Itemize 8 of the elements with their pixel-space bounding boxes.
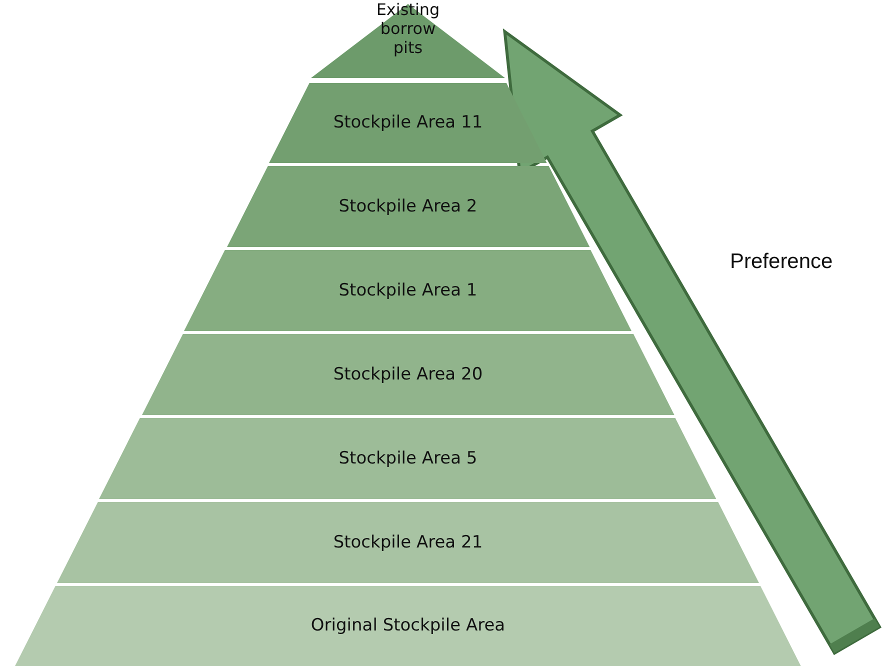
tier-label: Stockpile Area 11	[332, 112, 484, 134]
tier-label: Stockpile Area 20	[332, 364, 484, 385]
tier-label: Stockpile Area 1	[338, 280, 478, 301]
tier-label: Stockpile Area 2	[338, 196, 478, 217]
tier-label: Original Stockpile Area	[310, 616, 506, 636]
tier-label: Stockpile Area 5	[338, 448, 478, 469]
tier-label: Stockpile Area 21	[332, 532, 484, 553]
axis-label: Preference	[730, 250, 833, 274]
